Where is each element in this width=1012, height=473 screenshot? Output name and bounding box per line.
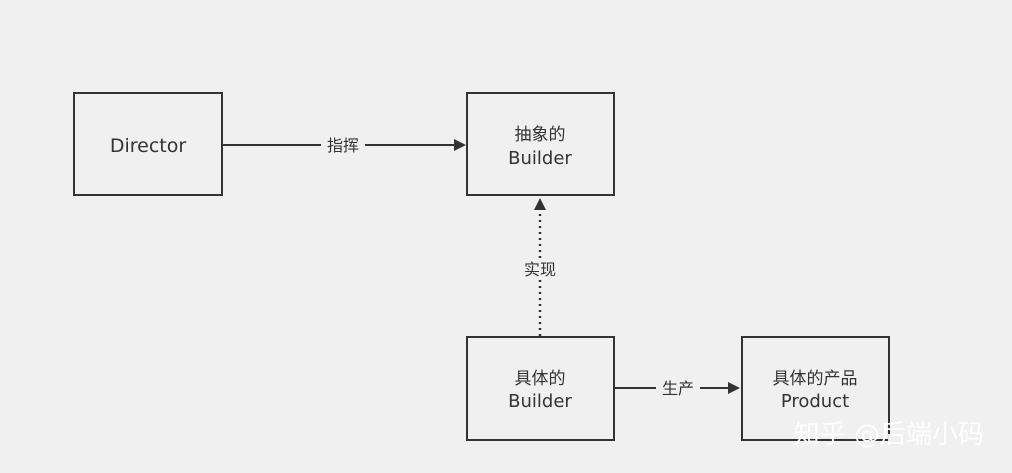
abstract-builder-label-en: Builder [508, 148, 572, 169]
implements-label: 实现 [524, 260, 556, 279]
node-abstract-builder: 抽象的 Builder [466, 92, 615, 196]
produces-label: 生产 [662, 379, 694, 398]
command-label: 指挥 [327, 136, 359, 155]
node-director: Director [73, 92, 223, 196]
director-box [73, 92, 223, 196]
produces-label-bg [656, 377, 700, 399]
concrete-builder-box [466, 336, 615, 441]
command-label-bg [321, 134, 365, 156]
abstract-builder-label-cn: 抽象的 [515, 125, 566, 145]
product-box [741, 336, 890, 441]
edge-implements: 实现 [518, 198, 562, 336]
director-label: Director [110, 135, 187, 157]
edge-produces: 生产 [615, 377, 740, 399]
zhihu-watermark: 知乎 @后端小码 [794, 420, 984, 450]
edge-command: 指挥 [222, 134, 466, 156]
node-concrete-builder: 具体的 Builder [466, 336, 615, 441]
node-product: 具体的产品 Product [741, 336, 890, 441]
product-label-cn: 具体的产品 [773, 369, 858, 389]
abstract-builder-box [466, 92, 615, 196]
implements-label-bg [518, 258, 562, 280]
concrete-builder-label-en: Builder [508, 391, 572, 412]
product-label-en: Product [781, 391, 849, 412]
concrete-builder-label-cn: 具体的 [515, 369, 566, 389]
